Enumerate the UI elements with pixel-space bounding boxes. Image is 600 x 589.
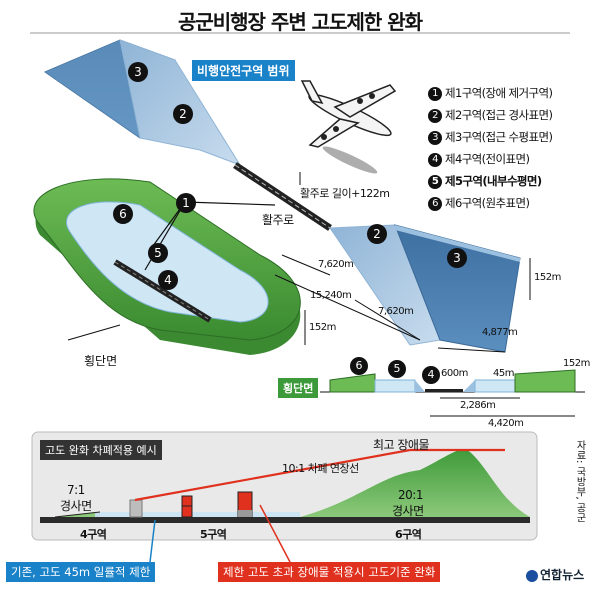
cs-dim-600: 600m bbox=[441, 368, 468, 379]
dim-h152a: 152m bbox=[534, 272, 561, 283]
cs-dim-45: 45m bbox=[493, 368, 514, 379]
dim-7620b: 7,620m bbox=[378, 306, 414, 317]
dim-line-7620a bbox=[281, 254, 331, 276]
logo-icon bbox=[526, 569, 538, 582]
dim-line-7620b bbox=[354, 299, 421, 341]
cs-dim-2286: 2,286m bbox=[460, 400, 496, 411]
dim-7620a: 7,620m bbox=[318, 259, 354, 270]
chart-title: 고도 완화 차폐적용 예시 bbox=[40, 440, 162, 460]
zone-label-5: 5구역 bbox=[200, 528, 227, 541]
cross-section-title: 횡단면 bbox=[84, 354, 118, 368]
cross-section-tag: 횡단면 bbox=[278, 378, 319, 398]
marker-zone2-upper: 2 bbox=[173, 104, 193, 124]
dim-line-15240 bbox=[274, 274, 421, 341]
slope-201: 20:1 bbox=[398, 488, 423, 502]
airplane-icon bbox=[300, 80, 397, 174]
cs-marker-5: 5 bbox=[388, 360, 406, 378]
marker-zone3-right: 3 bbox=[447, 248, 467, 268]
marker-zone2-right: 2 bbox=[367, 224, 387, 244]
note-blue: 기존, 고도 45m 일률적 제한 bbox=[6, 562, 156, 582]
safety-zone-tag: 비행안전구역 범위 bbox=[192, 60, 295, 81]
extension-line-label: 10:1 차폐 연장선 bbox=[282, 462, 359, 475]
page-title: 공군비행장 주변 고도제한 완화 bbox=[177, 10, 423, 34]
approach-surface-upper-left bbox=[43, 39, 242, 166]
slope-71: 7:1 bbox=[67, 483, 85, 497]
dim-line-4877 bbox=[437, 347, 506, 353]
runway-upper bbox=[233, 162, 332, 231]
extension-line bbox=[134, 448, 411, 502]
logo: 연합뉴스 bbox=[526, 566, 584, 583]
marker-zone5: 5 bbox=[148, 243, 168, 263]
zone-label-4: 4구역 bbox=[80, 528, 107, 541]
dim-h152b: 152m bbox=[309, 322, 336, 333]
cross-section-profile bbox=[320, 369, 585, 417]
source-credit: 자료: 국방부, 공군 bbox=[574, 440, 585, 523]
cs-dim-152: 152m bbox=[563, 358, 590, 369]
hill-20-1 bbox=[300, 449, 530, 517]
marker-zone3-upper: 3 bbox=[128, 62, 148, 82]
zone2-slope-upper bbox=[119, 39, 242, 166]
cs-marker-6: 6 bbox=[350, 357, 368, 375]
marker-zone4: 4 bbox=[158, 270, 178, 290]
runway-length-label: 활주로 길이+122m bbox=[300, 187, 390, 200]
slope-201-sub: 경사면 bbox=[392, 504, 424, 518]
obstacle-1 bbox=[129, 499, 143, 518]
marker-zone6: 6 bbox=[113, 204, 133, 224]
highest-obstacle-label: 최고 장애물 bbox=[373, 438, 430, 452]
cs-dim-4420: 4,420m bbox=[488, 418, 524, 429]
zone-label-6: 6구역 bbox=[395, 528, 422, 541]
dim-15240: 15,240m bbox=[310, 290, 352, 301]
note-red: 제한 고도 초과 장애물 적용시 고도기준 완화 bbox=[218, 562, 441, 582]
marker-zone1: 1 bbox=[176, 193, 196, 213]
obstacle-2 bbox=[181, 505, 193, 518]
dim-4877: 4,877m bbox=[482, 327, 518, 338]
slope-71-sub: 경사면 bbox=[60, 499, 92, 513]
green-oval-zone bbox=[33, 178, 301, 355]
runway-label: 활주로 bbox=[262, 213, 294, 227]
cs-marker-4: 4 bbox=[422, 366, 440, 384]
zone5-inner bbox=[66, 201, 269, 323]
